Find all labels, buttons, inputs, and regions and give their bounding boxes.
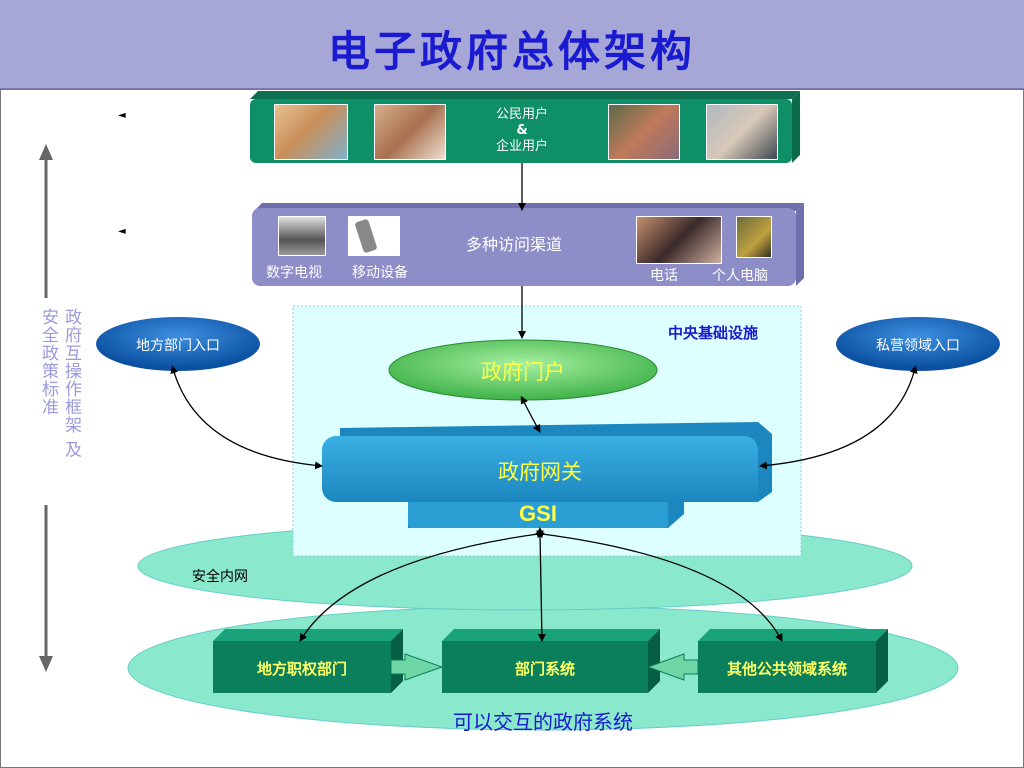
users-line1: 公民用户: [495, 107, 548, 122]
phone-photo: [636, 216, 722, 264]
local-entry-label: 地方部门入口: [136, 338, 220, 354]
gsi-base: [408, 500, 668, 528]
footer-caption: 可以交互的政府系统: [453, 710, 633, 734]
system-public-label: 其他公共领域系统: [726, 660, 847, 678]
intranet-label: 安全内网: [192, 569, 248, 585]
users-line3: 企业用户: [495, 139, 548, 154]
label-digital-tv: 数字电视: [266, 265, 322, 281]
photo-family: [608, 104, 680, 160]
central-infra-label: 中央基础设施: [668, 324, 759, 342]
private-entry-label: 私营领域入口: [876, 338, 960, 354]
mobile-icon: [348, 216, 400, 256]
photo-children: [274, 104, 348, 160]
label-phone: 电话: [650, 268, 678, 284]
pc-photo: [736, 216, 772, 258]
page-title: 电子政府总体架构: [327, 27, 696, 76]
system-dept-label: 部门系统: [514, 660, 575, 678]
users-label: 公民用户 & 企业用户: [472, 105, 572, 157]
bullet-marker: ◄: [118, 226, 126, 237]
system-local-label: 地方职权部门: [256, 660, 347, 678]
gsi-label: GSI: [519, 501, 557, 526]
users-line2: &: [516, 123, 528, 138]
photo-couple: [374, 104, 446, 160]
label-mobile: 移动设备: [352, 265, 408, 281]
portal-label: 政府门户: [481, 360, 565, 384]
side-text-framework: 政府互操作框架 及: [61, 308, 81, 459]
gateway-box: [322, 436, 758, 502]
bullet-marker: ◄: [118, 110, 126, 121]
local-entry-ellipse: [96, 317, 260, 371]
side-text-security: 安全政策标准: [38, 308, 58, 416]
gateway-label: 政府网关: [498, 460, 582, 484]
channels-title: 多种访问渠道: [466, 235, 563, 254]
private-entry-ellipse: [836, 317, 1000, 371]
tv-icon: [278, 216, 326, 256]
label-pc: 个人电脑: [712, 268, 768, 284]
photo-elder: [706, 104, 778, 160]
